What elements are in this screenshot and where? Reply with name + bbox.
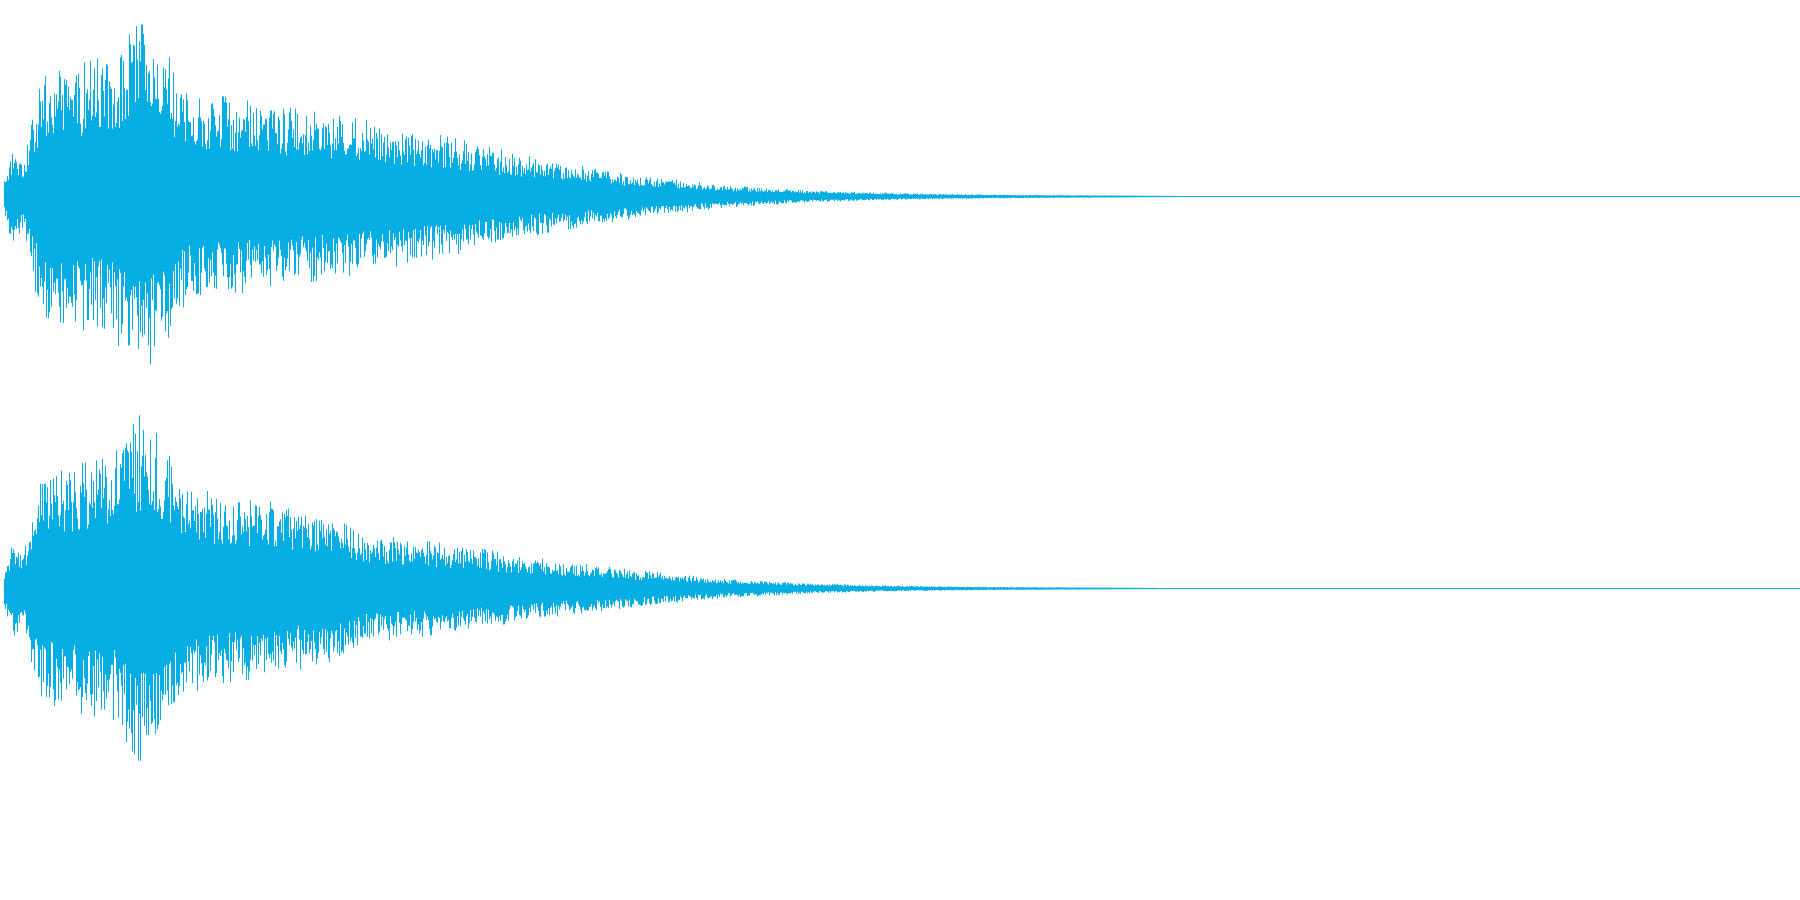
channel-waveform-core <box>3 123 1137 270</box>
channel-2-waveform <box>3 415 1800 761</box>
channel-1-waveform <box>3 24 1800 365</box>
channel-waveform-core <box>3 515 1113 662</box>
